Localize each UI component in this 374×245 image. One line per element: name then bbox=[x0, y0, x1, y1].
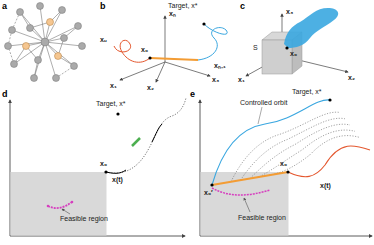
state-label: x₀ bbox=[290, 50, 297, 57]
orbit-label: Controlled orbit bbox=[240, 99, 287, 106]
state-label: xᵤ bbox=[100, 36, 106, 43]
state-label: x₀′ bbox=[204, 189, 213, 196]
panel-letter: b bbox=[100, 2, 106, 11]
axis-label: x₂ bbox=[348, 74, 355, 81]
trajectory-label: x(t) bbox=[320, 182, 331, 189]
set-label: S bbox=[253, 44, 258, 51]
axis-label: x₃ bbox=[286, 8, 293, 15]
axis-label: x₁ bbox=[238, 76, 245, 83]
panel-letter: d bbox=[2, 90, 8, 99]
region-label: Feasible region bbox=[238, 214, 286, 221]
target-label: Target, x* bbox=[292, 88, 322, 95]
target-label: Target, x* bbox=[96, 100, 126, 107]
panel-letter: a bbox=[2, 2, 7, 11]
state-label: x₀ bbox=[280, 160, 287, 167]
target-label: Target, x* bbox=[168, 2, 198, 9]
axis-label: xₙ₋₁ bbox=[214, 62, 226, 69]
panel-letter: e bbox=[190, 90, 195, 99]
axis-label: x₂ bbox=[147, 84, 154, 91]
axis-label: x₁ bbox=[110, 82, 117, 89]
trajectory-label: x(t) bbox=[112, 176, 123, 183]
panel-letter: c bbox=[240, 2, 245, 11]
axis-label: x₃ bbox=[212, 76, 219, 83]
axis-label: xₙ bbox=[169, 10, 176, 17]
region-label: Feasible region bbox=[60, 215, 108, 222]
state-label: x₀ bbox=[141, 46, 148, 53]
state-label: x₀ bbox=[100, 160, 107, 167]
